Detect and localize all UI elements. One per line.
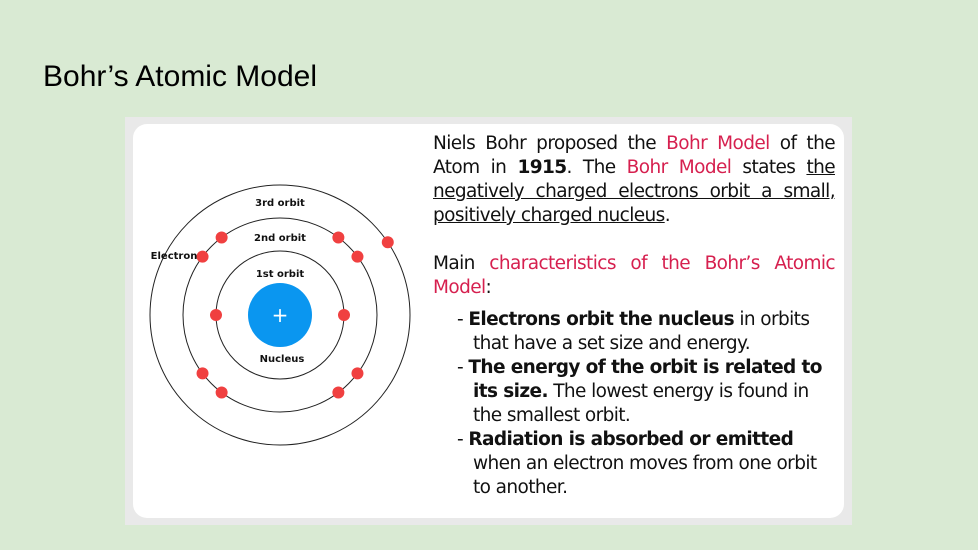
list-item: - The energy of the orbit is related to … — [457, 357, 822, 426]
electron — [196, 367, 209, 380]
list-item: - Electrons orbit the nucleus in orbits … — [457, 309, 810, 354]
slide-title: Bohr’s Atomic Model — [43, 60, 318, 93]
image-card: + 3rd orbit 2nd orbit 1st orbit Nucleus … — [133, 124, 844, 518]
electron — [338, 309, 350, 321]
electron — [351, 250, 364, 263]
characteristics-heading: Main characteristics of the Bohr’s Atomi… — [433, 253, 836, 298]
label-2nd-orbit: 2nd orbit — [254, 233, 306, 244]
nucleus — [248, 283, 312, 347]
bohr-model-image: + 3rd orbit 2nd orbit 1st orbit Nucleus … — [125, 117, 852, 525]
label-3rd-orbit: 3rd orbit — [255, 198, 305, 209]
electron — [215, 231, 228, 244]
electron — [351, 367, 364, 380]
label-1st-orbit: 1st orbit — [256, 269, 305, 280]
electron — [215, 386, 228, 399]
electron — [332, 386, 345, 399]
intro-paragraph: Niels Bohr proposed the Bohr Model of th… — [433, 133, 836, 226]
bohr-atom-diagram: + 3rd orbit 2nd orbit 1st orbit Nucleus … — [149, 184, 411, 446]
electron — [210, 309, 222, 321]
orbit-3 — [149, 184, 411, 446]
plus-sign: + — [272, 303, 289, 327]
electron — [381, 236, 394, 249]
list-item: - Radiation is absorbed or emitted when … — [457, 429, 817, 498]
description-text: Niels Bohr proposed the Bohr Model of th… — [433, 132, 836, 500]
electron — [332, 231, 345, 244]
label-electron: Electron — [151, 251, 198, 262]
orbit-2 — [182, 217, 378, 413]
electron — [196, 250, 209, 263]
characteristics-list: - Electrons orbit the nucleus in orbits … — [457, 308, 835, 500]
label-nucleus: Nucleus — [260, 354, 305, 365]
